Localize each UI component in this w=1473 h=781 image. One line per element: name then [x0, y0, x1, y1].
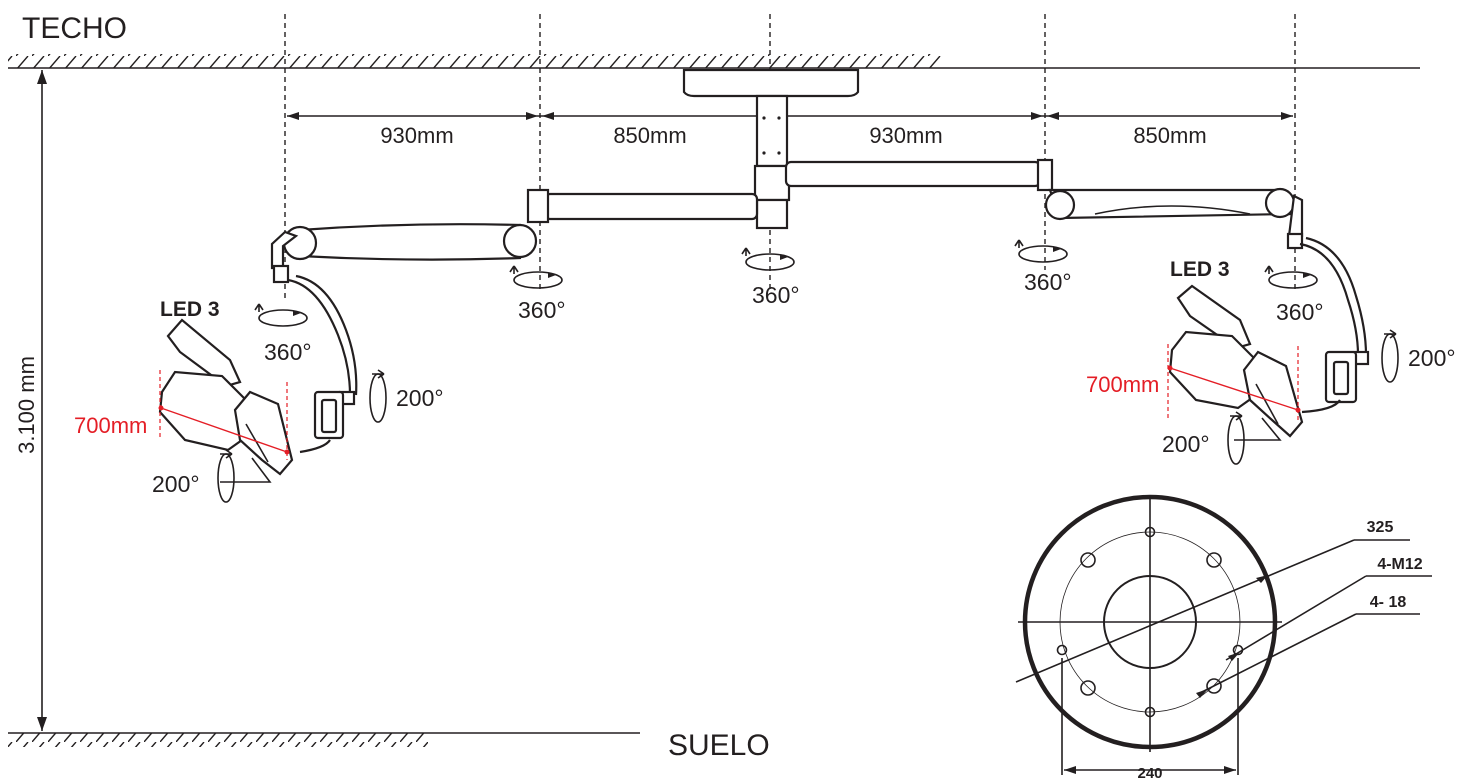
rotation-symbols: [254, 239, 1318, 327]
rotate-360-icon: [509, 265, 563, 289]
rotate-360-icon: [741, 247, 795, 271]
tilt-right-head: 200°: [1162, 431, 1210, 457]
model-label-left: LED 3: [160, 298, 220, 321]
rotation-left-joint: 360°: [264, 339, 312, 365]
model-label-right: LED 3: [1170, 258, 1230, 281]
flange-bolts: 4-M12: [1377, 556, 1422, 573]
height-dimension: [37, 70, 47, 731]
rotate-360-icon: [254, 303, 308, 327]
tilt-right-handle: 200°: [1408, 345, 1456, 371]
ceiling: [8, 54, 1420, 69]
flange-holes: 4- 18: [1370, 594, 1407, 611]
floor: [8, 732, 640, 747]
rotate-360-icon: [1264, 265, 1318, 289]
rotate-200-icon: [217, 449, 235, 503]
tilt-symbols: [217, 329, 1399, 503]
left-light-head: [158, 318, 345, 483]
right-arm: [784, 158, 1370, 366]
rotation-center-column: 360°: [752, 282, 800, 308]
floor-label: SUELO: [668, 729, 770, 762]
right-light-head: [1167, 284, 1358, 441]
tilt-left-head: 200°: [152, 471, 200, 497]
rotate-200-icon: [369, 369, 387, 423]
rotation-right-joint: 360°: [1276, 299, 1324, 325]
left-arm: [270, 188, 759, 406]
height-label: 3.100 mm: [14, 356, 39, 454]
rotation-right-arm: 360°: [1024, 269, 1072, 295]
rotate-200-icon: [1227, 411, 1245, 465]
head-diameter-right: 700mm: [1086, 372, 1159, 397]
ceiling-label: TECHO: [22, 12, 127, 45]
flange-bolt-spacing: 240: [1137, 765, 1162, 781]
mounting-flange: [1015, 494, 1432, 775]
tilt-left-handle: 200°: [396, 385, 444, 411]
arm-dimension-lines: [287, 112, 1293, 120]
flange-outer-diameter: 325: [1367, 519, 1394, 536]
rotate-360-icon: [1014, 239, 1068, 263]
dimension-850-left: 850mm: [613, 123, 686, 148]
dimension-850-right: 850mm: [1133, 123, 1206, 148]
dimension-930-right: 930mm: [869, 123, 942, 148]
rotate-200-icon: [1381, 329, 1399, 383]
head-diameter-left: 700mm: [74, 413, 147, 438]
rotation-left-arm: 360°: [518, 297, 566, 323]
dimension-930-left: 930mm: [380, 123, 453, 148]
ceiling-canopy: [682, 68, 860, 230]
